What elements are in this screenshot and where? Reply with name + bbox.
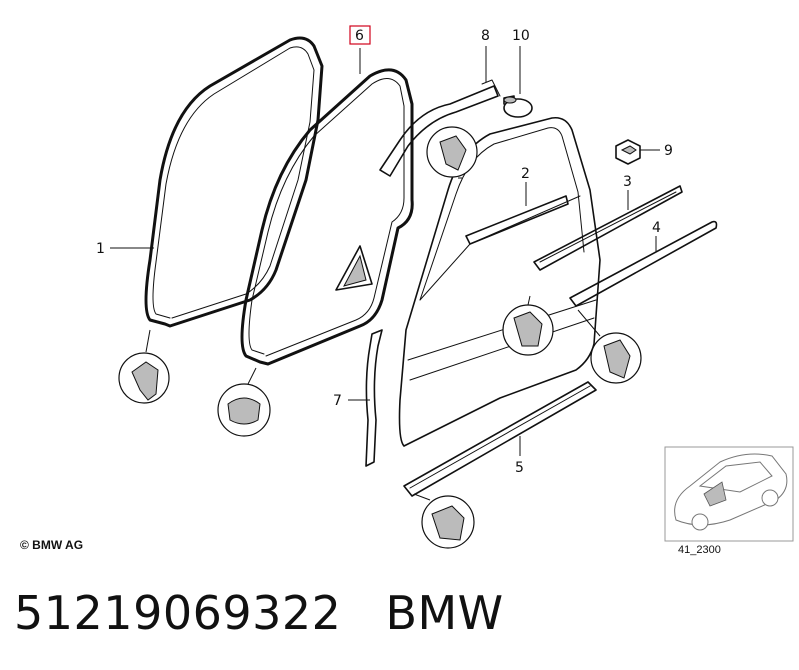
part-5-sill-strip — [403, 381, 597, 497]
callout-4: 4 — [652, 220, 661, 236]
callout-10: 10 — [512, 28, 530, 44]
detail-circle-8 — [426, 126, 478, 178]
detail-circle-1 — [118, 352, 170, 404]
detail-circle-3 — [502, 304, 554, 356]
detail-circle-5 — [421, 495, 475, 549]
callout-9: 9 — [664, 143, 673, 159]
window-corner-piece — [335, 245, 373, 291]
copyright-text: © BMW AG — [20, 538, 84, 552]
callout-6-highlight — [349, 25, 371, 45]
callout-8: 8 — [481, 28, 490, 44]
callout-2: 2 — [521, 166, 530, 182]
callout-1: 1 — [96, 241, 105, 257]
callout-3: 3 — [623, 174, 632, 190]
part-number-line: 51219069322 BMW — [14, 586, 504, 640]
part-9-bracket — [615, 139, 641, 165]
callout-7: 7 — [333, 393, 342, 409]
part-10-clip — [503, 95, 533, 118]
part-7-vertical-seal — [365, 329, 383, 467]
brand-name: BMW — [385, 586, 504, 640]
callout-5: 5 — [515, 460, 524, 476]
part-8-window-channel — [379, 79, 501, 177]
part-4-trim-strip — [569, 220, 718, 307]
leader-lines — [110, 46, 660, 501]
car-thumbnail — [664, 446, 794, 542]
part-2-inner-window-strip — [465, 195, 569, 245]
detail-circle-4 — [590, 332, 642, 384]
part-3-outer-window-strip — [533, 185, 683, 271]
callout-6: 6 — [355, 28, 364, 44]
callouts: 1 2 3 4 5 6 7 8 9 10 — [96, 25, 673, 476]
parts-diagram: 1 2 3 4 5 6 7 8 9 10 — [96, 25, 794, 549]
reference-code: 41_2300 — [678, 544, 721, 556]
part-number: 51219069322 — [14, 586, 342, 640]
door-shell — [398, 116, 601, 447]
detail-circle-6 — [217, 383, 271, 437]
part-1-door-seal-outer — [144, 36, 324, 328]
part-6-door-seal-inner — [240, 68, 414, 366]
